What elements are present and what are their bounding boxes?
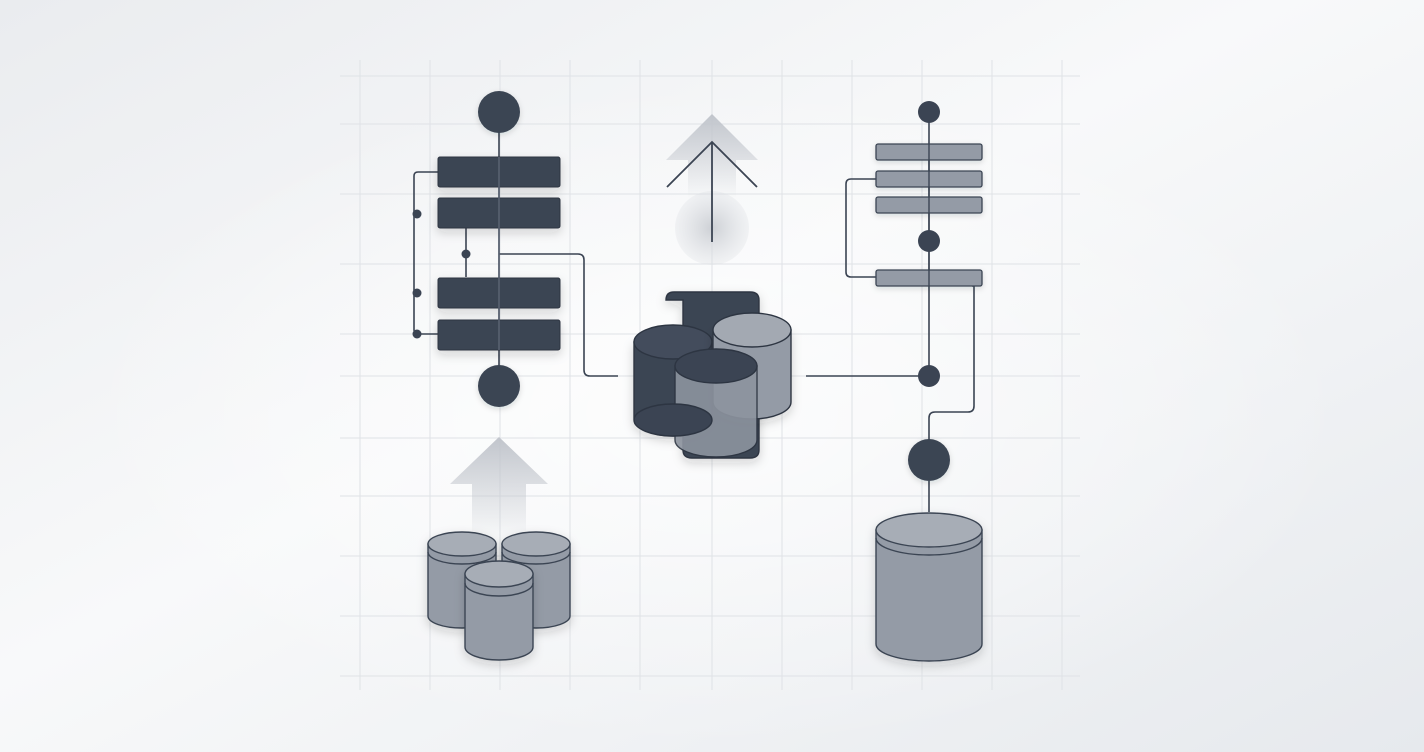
- upload-arrow-group: [666, 114, 758, 265]
- merge-storage-icon: [633, 291, 792, 459]
- pipeline-node: [918, 365, 940, 387]
- storage-cylinder: [674, 365, 758, 458]
- junction-dot: [461, 249, 471, 259]
- left-to-center-line: [499, 253, 618, 377]
- junction-dot: [412, 329, 422, 339]
- database-icon: [875, 512, 983, 662]
- right-pipeline: [875, 101, 983, 481]
- database-icon: [464, 560, 534, 661]
- up-arrow-icon: [450, 437, 548, 540]
- storage-cylinder-top: [674, 348, 758, 384]
- source-databases: [427, 531, 571, 661]
- right-bracket-line: [845, 178, 877, 278]
- pipeline-end-node: [478, 365, 520, 407]
- left-pipeline: [437, 91, 561, 407]
- junction-dot: [412, 209, 422, 219]
- storage-cylinder-top: [633, 324, 713, 360]
- storage-cylinder-bottom: [633, 403, 713, 437]
- line-arrow-icon: [666, 140, 758, 242]
- storage-cylinder-top: [712, 312, 792, 348]
- pipeline-start-node: [918, 101, 940, 123]
- pipeline-start-node: [478, 91, 520, 133]
- pipeline-end-node: [908, 439, 950, 481]
- connector-dots: [412, 209, 471, 339]
- junction-dot: [412, 288, 422, 298]
- right-outer-route: [928, 285, 975, 440]
- pipeline-node: [918, 230, 940, 252]
